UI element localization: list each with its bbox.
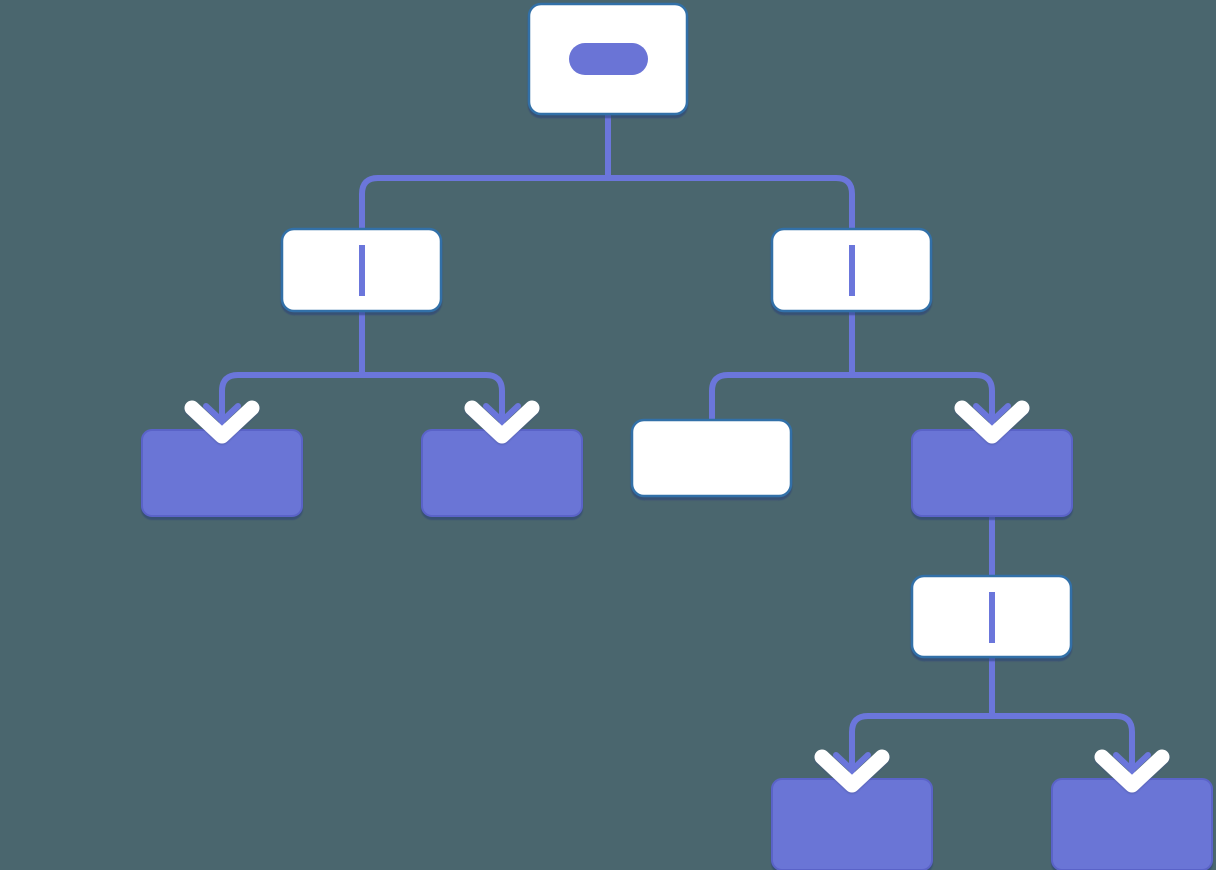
chevron-down-icon (954, 400, 1030, 444)
diagram-node[interactable] (1051, 778, 1213, 870)
connector-edge (709, 372, 855, 423)
overlay-layer (184, 245, 1170, 793)
node-box[interactable] (630, 418, 793, 498)
chevron-outer-stroke (1094, 749, 1170, 793)
connector-edge (849, 713, 995, 782)
chevron-outer-stroke (464, 400, 540, 444)
chevron-inner-stroke (483, 403, 521, 424)
diagram-node[interactable] (771, 778, 933, 870)
diagram-node[interactable] (630, 418, 793, 498)
node-badge-pill (569, 43, 648, 75)
edge-layer (219, 72, 1135, 782)
chevron-down-icon (464, 400, 540, 444)
connector-edge (359, 372, 505, 433)
connector-edge (219, 372, 365, 433)
connector-edge (359, 175, 611, 232)
chevron-inner-stroke (833, 752, 871, 773)
chevron-down-icon (814, 749, 890, 793)
node-box[interactable] (771, 778, 933, 870)
chevron-down-icon (1094, 749, 1170, 793)
chevron-inner-stroke (203, 403, 241, 424)
node-box[interactable] (1051, 778, 1213, 870)
diagram-node[interactable] (527, 2, 689, 116)
chevron-outer-stroke (184, 400, 260, 444)
chevron-inner-stroke (973, 403, 1011, 424)
chevron-down-icon (184, 400, 260, 444)
chevron-outer-stroke (814, 749, 890, 793)
connector-edge (849, 372, 995, 433)
connector-edge (989, 713, 1135, 782)
chevron-inner-stroke (1113, 752, 1151, 773)
chevron-outer-stroke (954, 400, 1030, 444)
connector-edge (605, 175, 855, 232)
